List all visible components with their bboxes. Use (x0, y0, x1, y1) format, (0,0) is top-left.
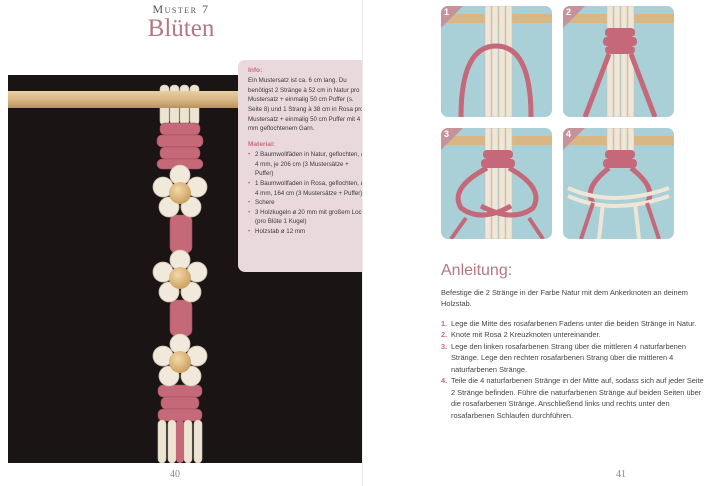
step-text: Lege die Mitte des rosafarbenen Fadens u… (451, 319, 697, 328)
step-number: 3 (444, 129, 450, 139)
material-list: 2 Baumwollfäden in Natur, geflochten, ø … (248, 150, 367, 236)
step-badge (441, 128, 463, 150)
step-badge (563, 128, 585, 150)
instruction-step: 2. Knote mit Rosa 2 Kreuzknoten unterein… (441, 329, 709, 340)
instruction-step: 4. Teile die 4 naturfarbenen Stränge in … (441, 375, 709, 421)
material-item: 2 Baumwollfäden in Natur, geflochten, ø … (248, 150, 367, 179)
info-box: Info: Ein Mustersatz ist ca. 6 cm lang. … (238, 60, 375, 272)
instructions-heading: Anleitung: (441, 262, 513, 279)
instruction-step: 1. Lege die Mitte des rosafarbenen Faden… (441, 318, 709, 329)
step-image-1: 1 (441, 6, 552, 117)
info-heading: Info: (248, 67, 263, 74)
step-num: 1. (441, 319, 448, 328)
page-title: Blüten (147, 15, 215, 42)
step-badge (441, 6, 463, 28)
left-page: Muster 7 Blüten (0, 0, 362, 486)
page-number-right: 41 (616, 469, 626, 480)
instruction-steps: 1. Lege die Mitte des rosafarbenen Faden… (441, 318, 709, 421)
step-text: Lege den linken rosafarbenen Strang über… (451, 341, 687, 374)
instructions-intro: Befestige die 2 Stränge in der Farbe Nat… (441, 288, 688, 309)
step-text: Knote mit Rosa 2 Kreuzknoten untereinand… (451, 330, 601, 340)
pattern-kicker: Muster 7 (152, 2, 210, 16)
step-badge (563, 6, 585, 28)
material-item: 3 Holzkugeln ø 20 mm mit großem Loch (pr… (248, 208, 367, 227)
material-heading: Material: (248, 140, 276, 148)
step-number: 4 (566, 129, 572, 139)
step-number: 1 (444, 7, 450, 17)
step-image-4: 4 (563, 128, 674, 239)
step-number: 2 (566, 7, 572, 17)
step-num: 4. (441, 376, 448, 386)
material-item: Schere (248, 198, 367, 208)
step-text: Teile die 4 naturfarbenen Stränge in der… (451, 376, 704, 420)
step-num: 3. (441, 341, 448, 351)
material-item: 1 Baumwollfaden in Rosa, geflochten, ø 4… (248, 179, 367, 198)
material-item: Holzstab ø 12 mm (248, 227, 367, 237)
page-number-left: 40 (170, 469, 180, 480)
step-image-2: 2 (563, 6, 674, 117)
step-image-3: 3 (441, 128, 552, 239)
right-page: 1 2 3 (362, 0, 720, 486)
info-text: Ein Mustersatz ist ca. 6 cm lang. Du ben… (248, 77, 364, 133)
instruction-step: 3. Lege den linken rosafarbenen Strang ü… (441, 341, 709, 375)
step-num: 2. (441, 330, 448, 340)
